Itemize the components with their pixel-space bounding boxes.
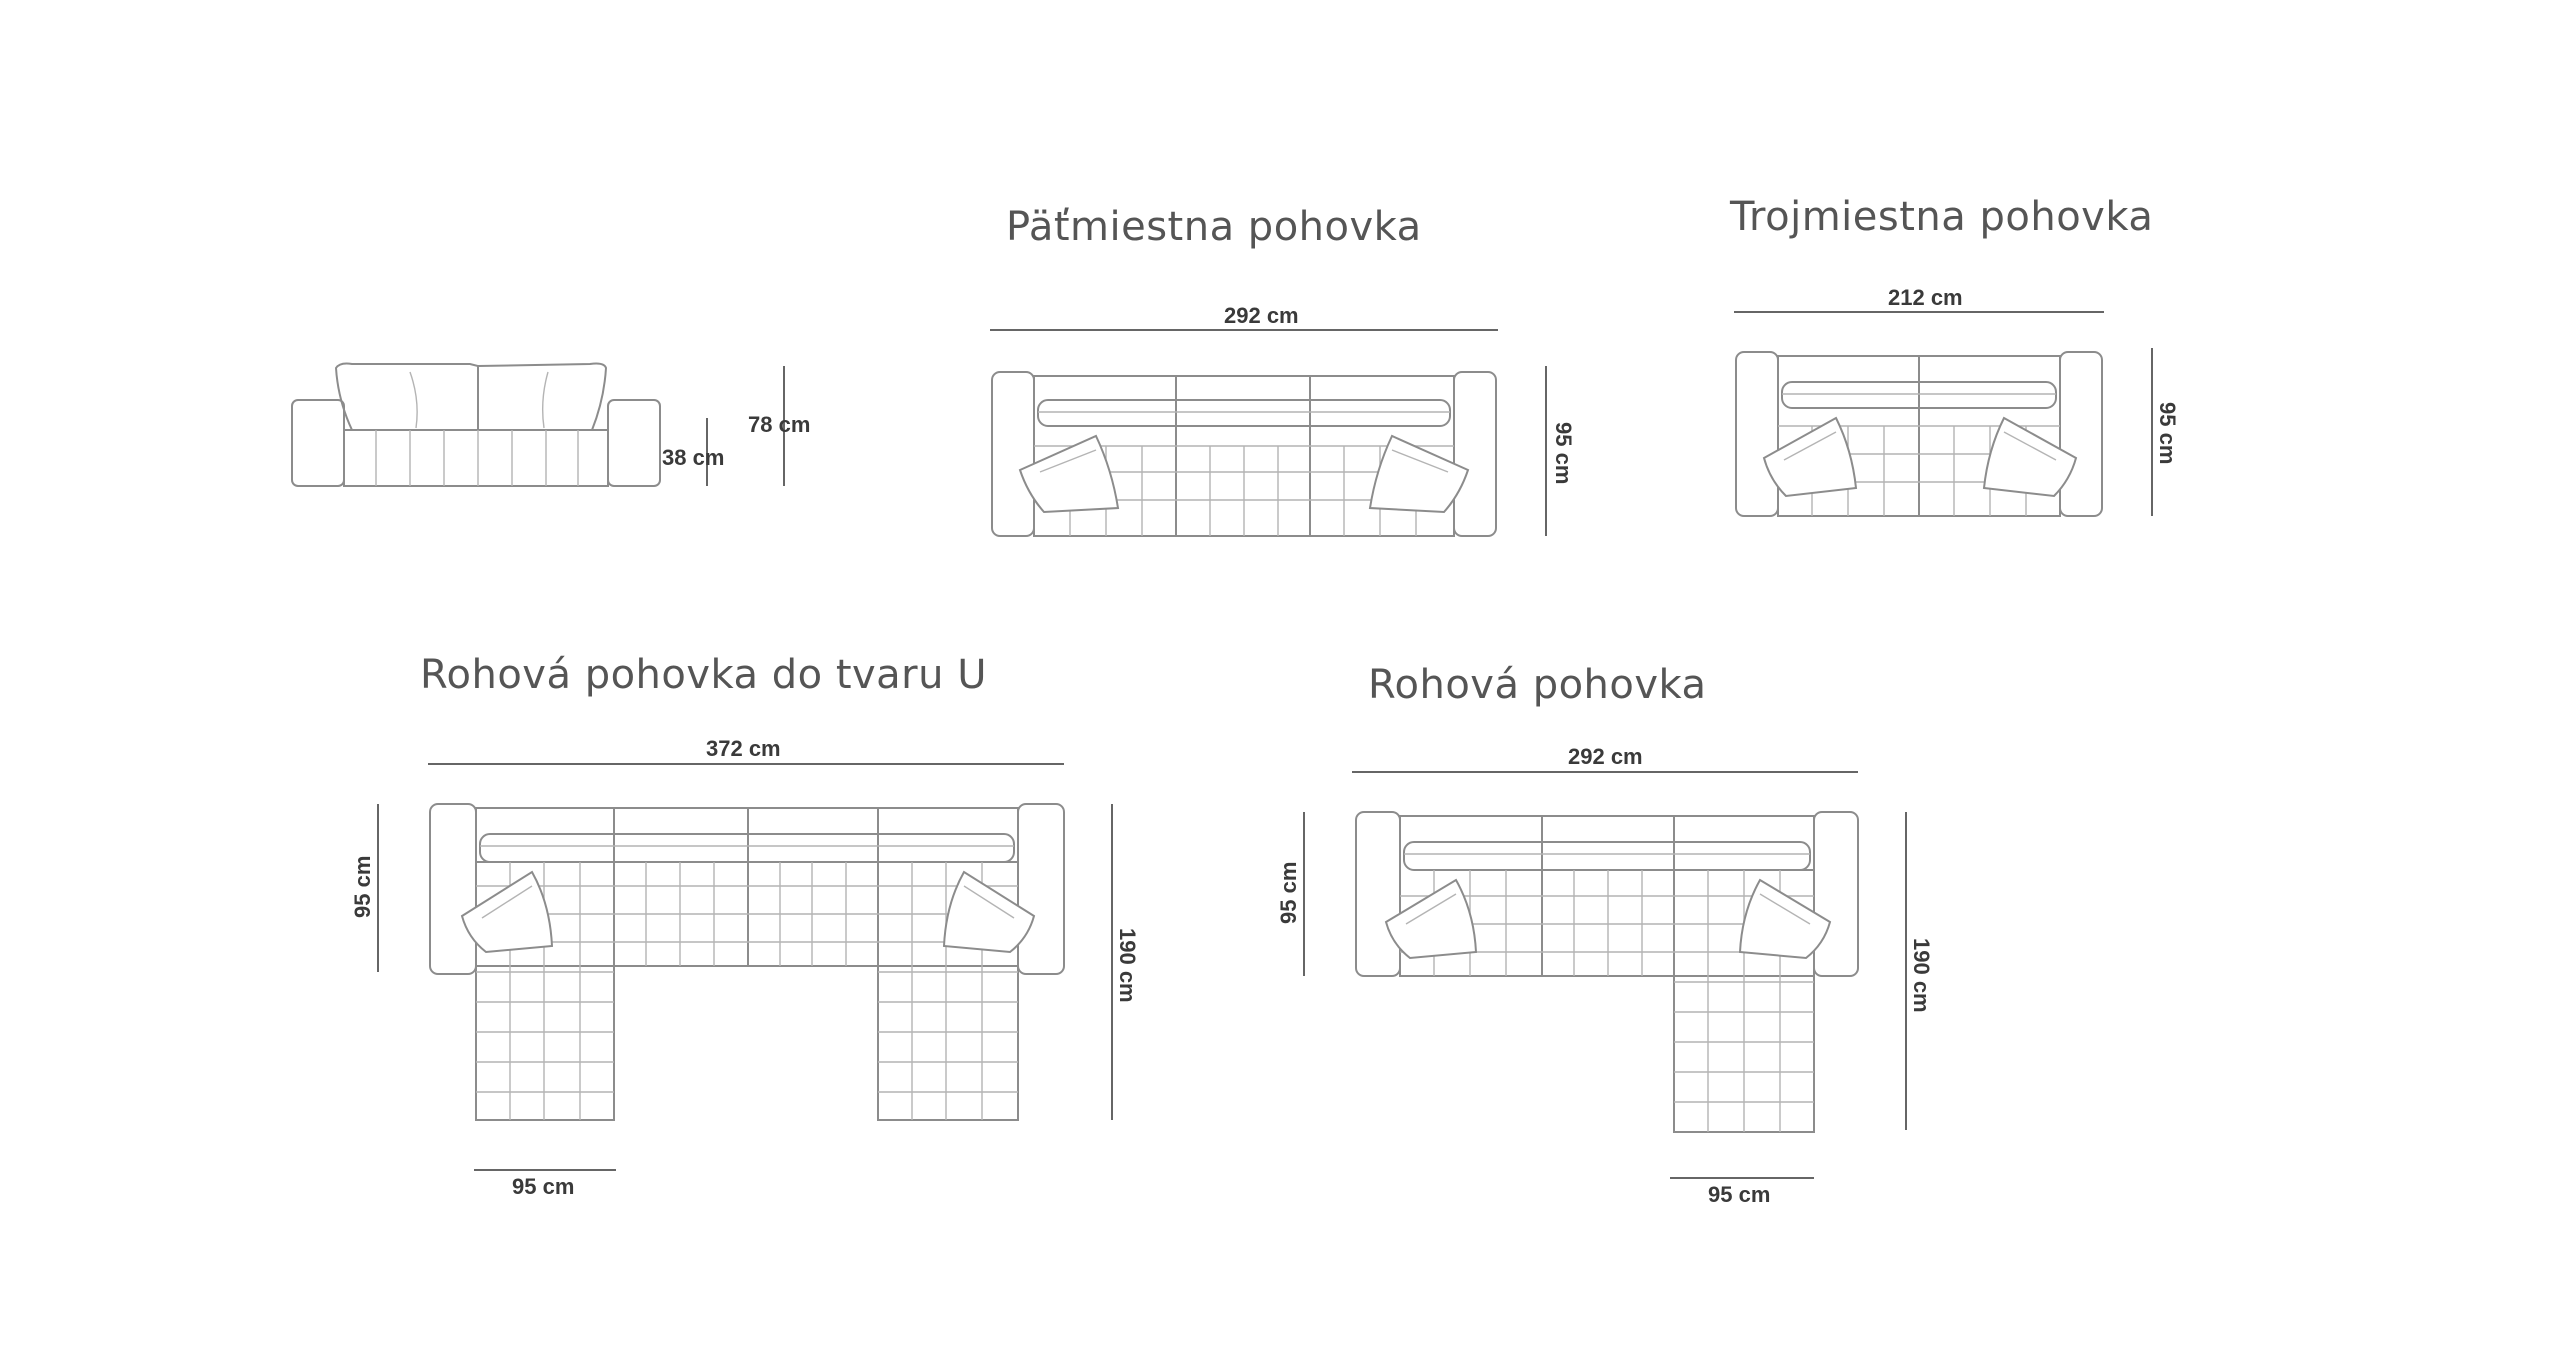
corner-sofa	[1355, 811, 1859, 1133]
front-view-sofa	[291, 362, 785, 487]
five-seat-sofa	[991, 371, 1497, 537]
u-length-label: 190 cm	[1115, 928, 1140, 1003]
corner-depth-label: 95 cm	[1276, 862, 1301, 924]
corner-title: Rohová pohovka	[1368, 662, 1707, 708]
u-corner-title: Rohová pohovka do tvaru U	[420, 652, 987, 698]
three-seat-sofa	[1735, 351, 2103, 517]
corner-width-label: 292 cm	[1568, 744, 1643, 769]
corner-chaise-width-label: 95 cm	[1708, 1182, 1770, 1207]
five-seat-width-label: 292 cm	[1224, 303, 1299, 328]
corner-length-label: 190 cm	[1909, 938, 1934, 1013]
three-seat-title: Trojmiestna pohovka	[1729, 194, 2153, 240]
side-height-label: 78 cm	[748, 412, 810, 437]
side-seat-height-label: 38 cm	[662, 445, 724, 470]
five-seat-depth-label: 95 cm	[1551, 422, 1576, 484]
u-corner-sofa	[429, 803, 1065, 1121]
three-seat-width-label: 212 cm	[1888, 285, 1963, 310]
five-seat-title: Päťmiestna pohovka	[1006, 204, 1422, 250]
u-width-label: 372 cm	[706, 736, 781, 761]
u-depth-label: 95 cm	[350, 856, 375, 918]
three-seat-depth-label: 95 cm	[2155, 402, 2180, 464]
u-chaise-width-label: 95 cm	[512, 1174, 574, 1199]
